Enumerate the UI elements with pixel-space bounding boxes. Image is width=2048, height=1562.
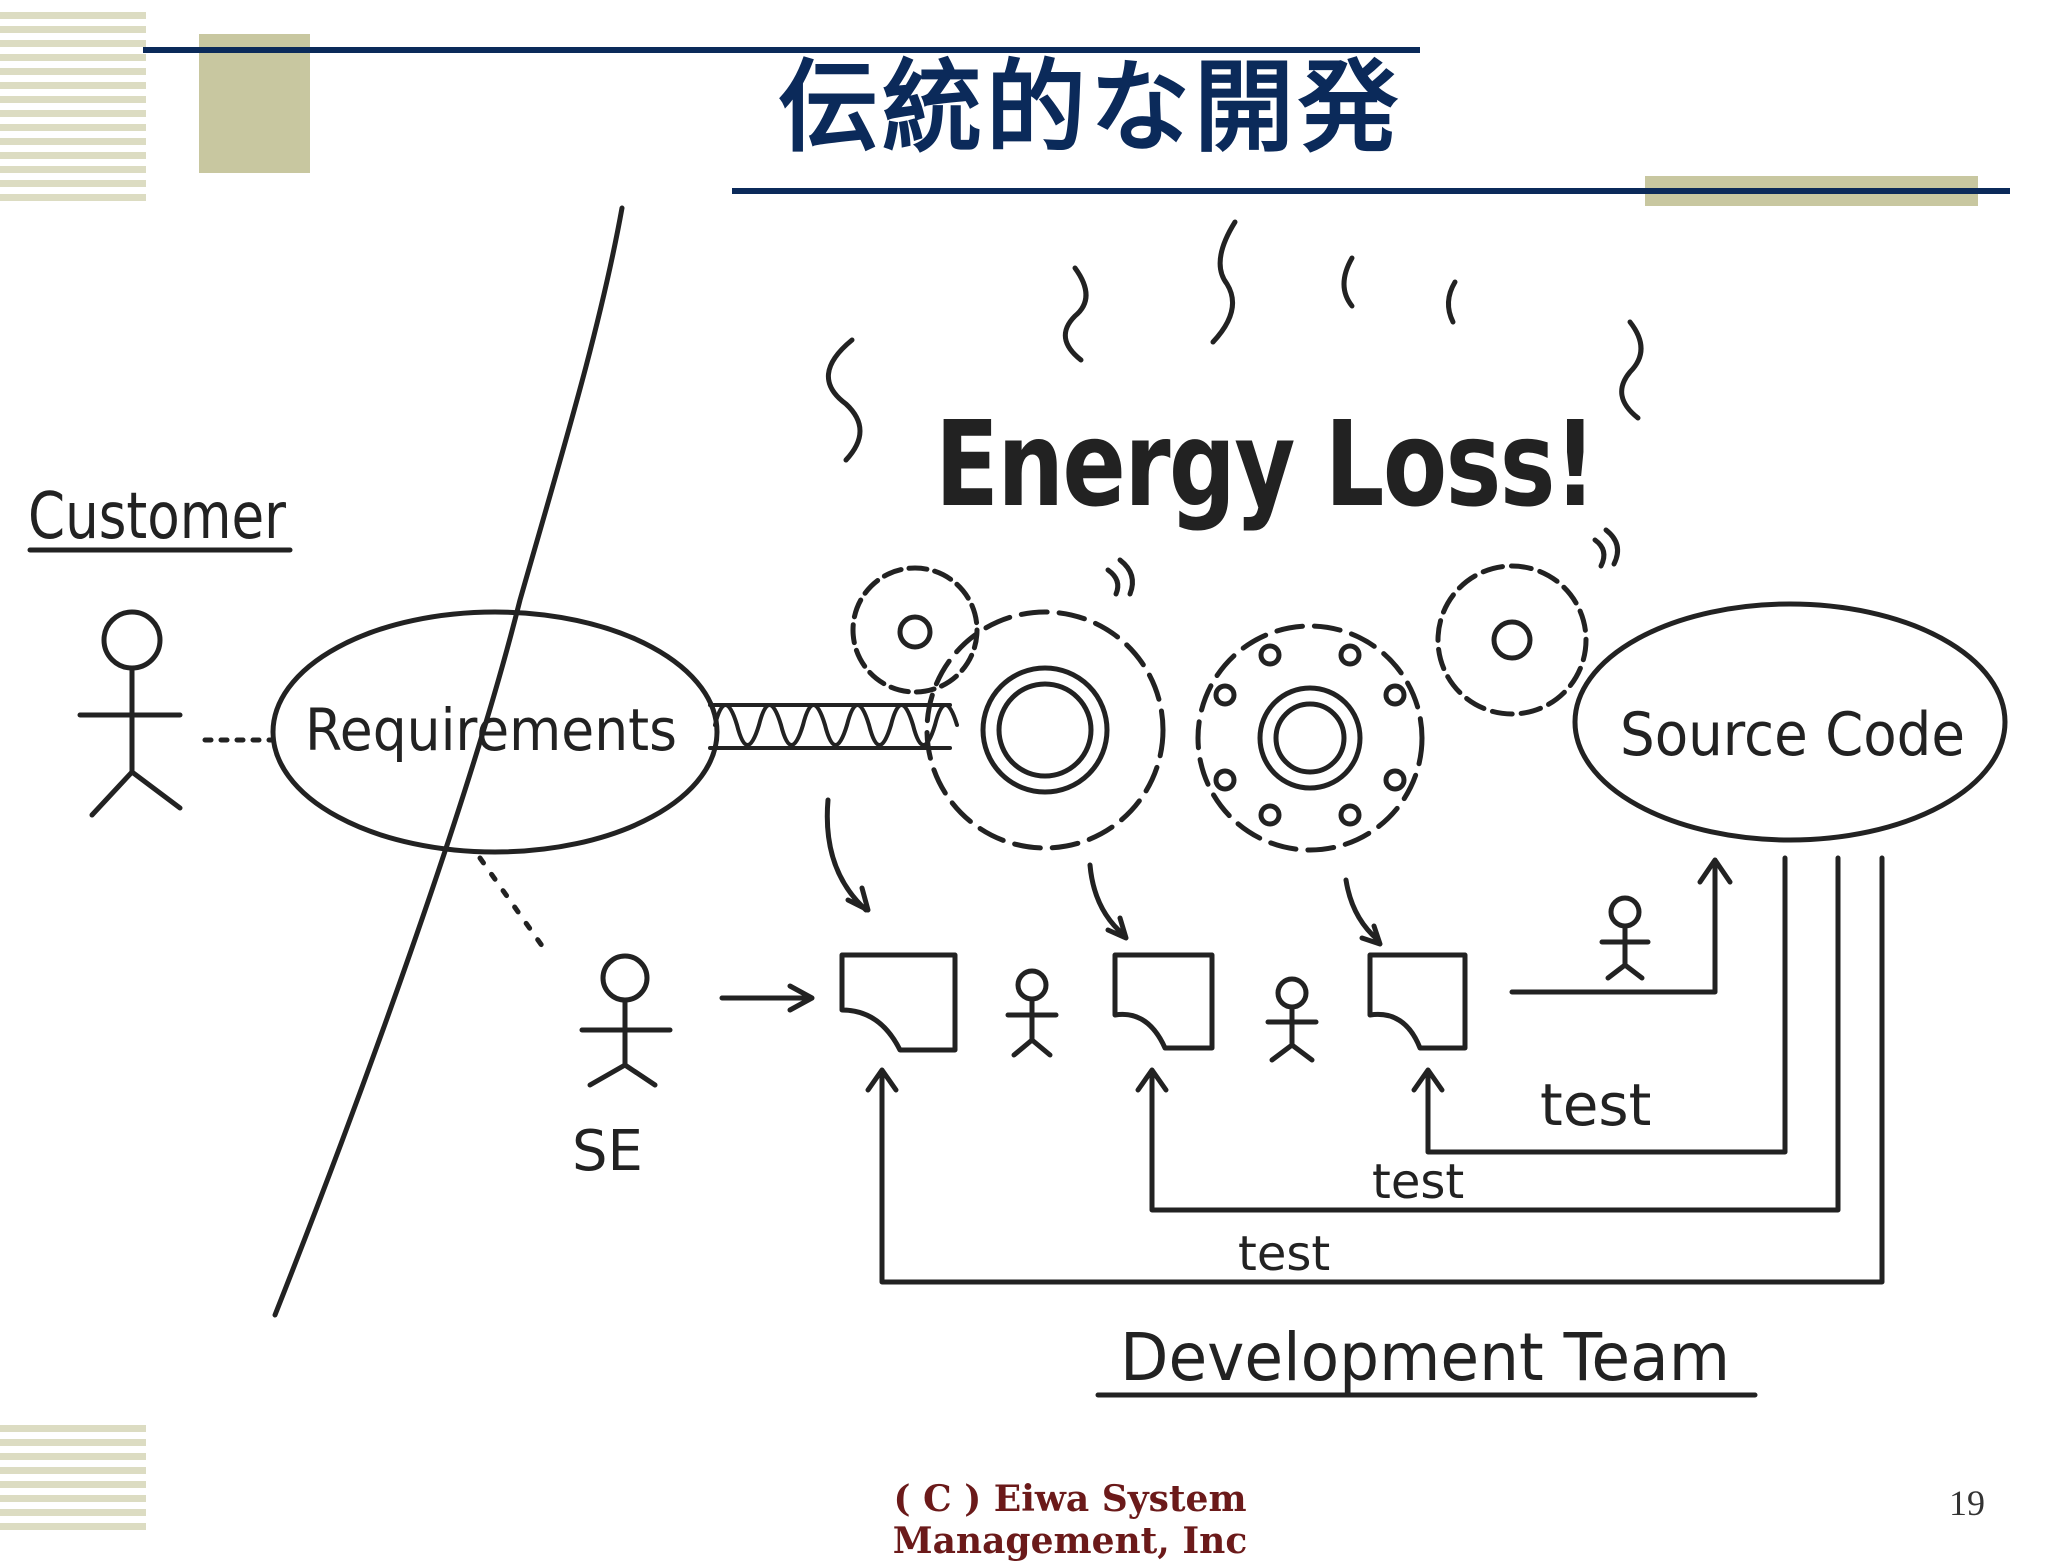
curve-arrow-3 — [1343, 877, 1383, 947]
document-2 — [1112, 952, 1215, 1051]
se-to-doc-arrow — [719, 983, 815, 1013]
page-number: 19 — [1949, 1483, 1985, 1523]
customer-label: Customer — [28, 480, 287, 554]
test-label-2: test — [1372, 1154, 1464, 1210]
vibration-mark-1 — [1105, 557, 1135, 597]
test-loop-2 — [1135, 855, 1841, 1213]
developer-figure-3 — [1599, 895, 1651, 981]
curve-arrow-1 — [824, 797, 871, 913]
developer-figure-1 — [1005, 968, 1059, 1058]
spring — [708, 703, 959, 750]
se-figure — [579, 953, 673, 1088]
squiggle-2 — [1210, 219, 1238, 345]
squiggle-1 — [1063, 265, 1089, 363]
decorative-stripes-bottom — [0, 1425, 146, 1535]
gear-small-left — [850, 565, 980, 695]
title-rule-top — [143, 47, 1420, 53]
requirements-ellipse — [270, 609, 720, 855]
copyright-footer: ( C ) Eiwa System Management, Inc — [892, 1478, 1248, 1562]
test-label-1: test — [1540, 1071, 1651, 1139]
source-code-ellipse — [1572, 601, 2008, 843]
vibration-mark-2 — [1592, 527, 1621, 569]
document-3 — [1367, 952, 1468, 1051]
title-rule-bottom — [732, 188, 2010, 194]
test-loop-1 — [1411, 855, 1788, 1155]
test-loop-3 — [865, 855, 1885, 1285]
gear-large-2 — [1195, 623, 1425, 853]
squiggle-3 — [1341, 255, 1355, 309]
decorative-olive-square — [199, 34, 310, 173]
developer-figure-2 — [1265, 976, 1319, 1063]
se-label: SE — [572, 1119, 643, 1184]
source-code-label: Source Code — [1620, 700, 1965, 770]
development-team-label: Development Team — [1120, 1319, 1730, 1396]
squiggle-left — [826, 337, 863, 463]
doc-to-source-arrow — [1509, 857, 1733, 995]
requirements-to-se-dots — [477, 855, 548, 953]
gear-small-right — [1435, 563, 1589, 717]
customer-boundary-line — [272, 205, 625, 1318]
energy-loss-label: Energy Loss! — [935, 395, 1595, 533]
decorative-stripes-top — [0, 12, 146, 202]
document-1 — [839, 952, 958, 1053]
test-label-3: test — [1238, 1226, 1330, 1282]
requirements-label: Requirements — [305, 696, 677, 764]
squiggle-5 — [1619, 319, 1644, 421]
customer-figure — [77, 609, 183, 818]
curve-arrow-2 — [1087, 862, 1129, 941]
slide-title: 伝統的な開発 — [778, 49, 1402, 166]
squiggle-4 — [1446, 279, 1458, 325]
gear-large-1 — [924, 609, 1166, 851]
